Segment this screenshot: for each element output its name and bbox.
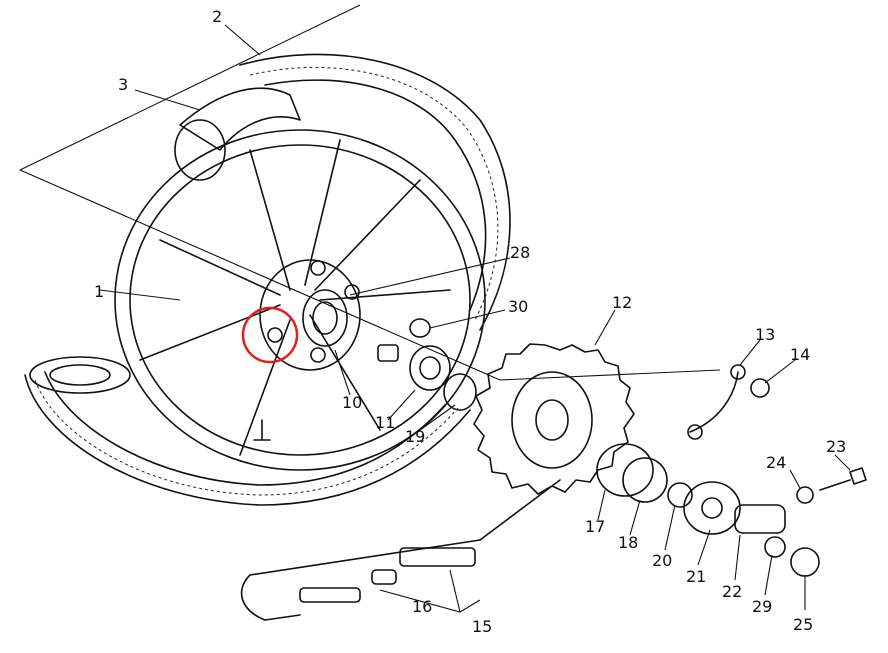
label-part-13: 13 xyxy=(755,325,775,344)
washer-29 xyxy=(764,536,786,558)
collar-30 xyxy=(409,318,431,338)
spacer-10 xyxy=(377,344,399,362)
hub-bolts xyxy=(267,260,360,363)
plate-21 xyxy=(683,481,741,535)
label-part-21: 21 xyxy=(686,567,706,586)
collar-20 xyxy=(667,482,693,508)
label-part-11: 11 xyxy=(375,413,395,432)
label-part-17: 17 xyxy=(585,517,605,536)
bolt-23 xyxy=(819,467,867,491)
nut-25 xyxy=(790,547,820,577)
label-part-3: 3 xyxy=(118,75,128,94)
label-part-23: 23 xyxy=(826,437,846,456)
label-part-18: 18 xyxy=(618,533,638,552)
hub-bearing-inner xyxy=(312,301,338,335)
label-part-19: 19 xyxy=(405,427,425,446)
label-part-30: 30 xyxy=(508,297,528,316)
nut-14 xyxy=(750,378,770,398)
bearing-11 xyxy=(409,345,451,391)
inner-tube xyxy=(174,87,301,181)
drive-chain xyxy=(240,479,561,621)
label-part-10: 10 xyxy=(342,393,362,412)
label-part-25: 25 xyxy=(793,615,813,634)
leader-lines xyxy=(99,24,851,613)
valve-stem xyxy=(253,419,271,441)
cast-wheel xyxy=(114,129,486,471)
nut-24 xyxy=(796,486,814,504)
guide-lines xyxy=(19,4,721,381)
sprocket-12 xyxy=(473,343,635,495)
oil-seal-19 xyxy=(443,373,477,411)
label-part-15: 15 xyxy=(472,617,492,636)
highlight-circle xyxy=(241,306,299,364)
rear-tire xyxy=(24,53,511,506)
label-part-16: 16 xyxy=(412,597,432,616)
label-part-24: 24 xyxy=(766,453,786,472)
hub-bearing-ring xyxy=(302,289,348,347)
o-ring-17 xyxy=(596,443,654,497)
circlip-18 xyxy=(622,457,668,503)
label-part-12: 12 xyxy=(612,293,632,312)
callout-labels: 2 3 1 10 11 19 28 30 12 13 14 23 24 17 1… xyxy=(94,7,846,636)
label-part-1: 1 xyxy=(94,282,104,301)
label-part-22: 22 xyxy=(722,582,742,601)
chain-puller-22 xyxy=(734,504,786,534)
label-part-14: 14 xyxy=(790,345,810,364)
bearing-11-inner xyxy=(419,356,441,380)
arm-13 xyxy=(689,371,739,433)
label-part-28: 28 xyxy=(510,243,530,262)
label-part-29: 29 xyxy=(752,597,772,616)
label-part-2: 2 xyxy=(212,7,222,26)
label-part-20: 20 xyxy=(652,551,672,570)
